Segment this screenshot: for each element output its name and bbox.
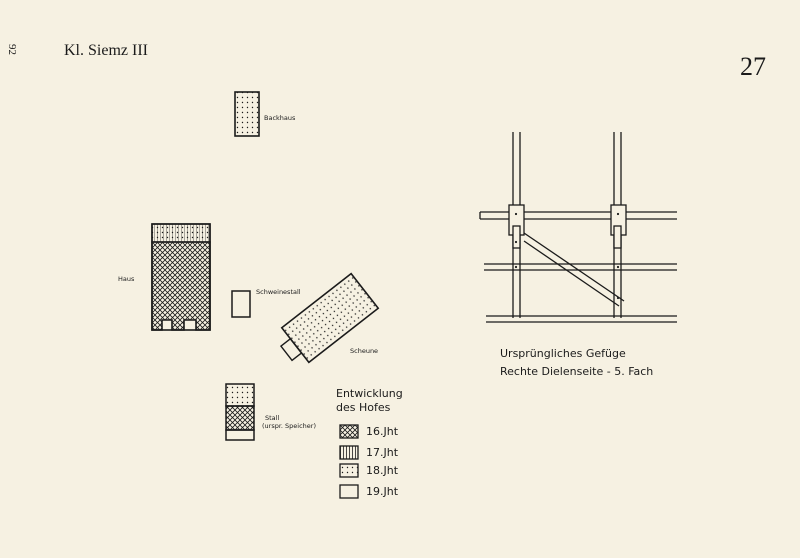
legend-label-18jht: 18.Jht [366, 464, 399, 477]
legend-swatch-19jht [339, 484, 359, 499]
backhaus-building [234, 91, 260, 137]
timber-pegs [514, 212, 620, 300]
legend-title-line2: des Hofes [336, 401, 391, 414]
timber-frame-drawing [479, 132, 677, 323]
schweinestall-building [231, 290, 251, 318]
framework-caption-line1: Ursprüngliches Gefüge [500, 347, 626, 360]
legend-swatch-17jht [339, 445, 359, 460]
page-title: Kl. Siemz III [64, 42, 148, 59]
stall-label: Stall [265, 414, 279, 422]
legend-label-19jht: 19.Jht [366, 485, 399, 498]
legend-swatch-18jht [339, 463, 359, 478]
haus-label: Haus [118, 275, 135, 283]
site-plan: Backhaus Haus Schweinestall Scheune [118, 91, 380, 441]
framework-caption-line2: Rechte Dielenseite - 5. Fach [500, 365, 653, 378]
scheune-building [279, 272, 380, 364]
legend-label-17jht: 17.Jht [366, 446, 399, 459]
legend-label-16jht: 16.Jht [366, 425, 399, 438]
backhaus-label: Backhaus [264, 114, 296, 122]
haus-building [151, 223, 211, 331]
scheune-label: Scheune [350, 347, 378, 355]
stall-note: (urspr. Speicher) [262, 422, 316, 430]
middle-rail [484, 263, 677, 271]
schweinestall-label: Schweinestall [256, 288, 301, 296]
diagonal-brace [523, 232, 625, 307]
legend-title-line1: Entwicklung [336, 387, 403, 400]
page-number: 27 [740, 52, 766, 81]
stall-building [225, 383, 255, 441]
legend: Entwicklung des Hofes 16.Jht 17.Jht 18.J… [336, 387, 403, 499]
bottom-sill [486, 315, 677, 323]
legend-swatch-16jht [339, 424, 359, 439]
